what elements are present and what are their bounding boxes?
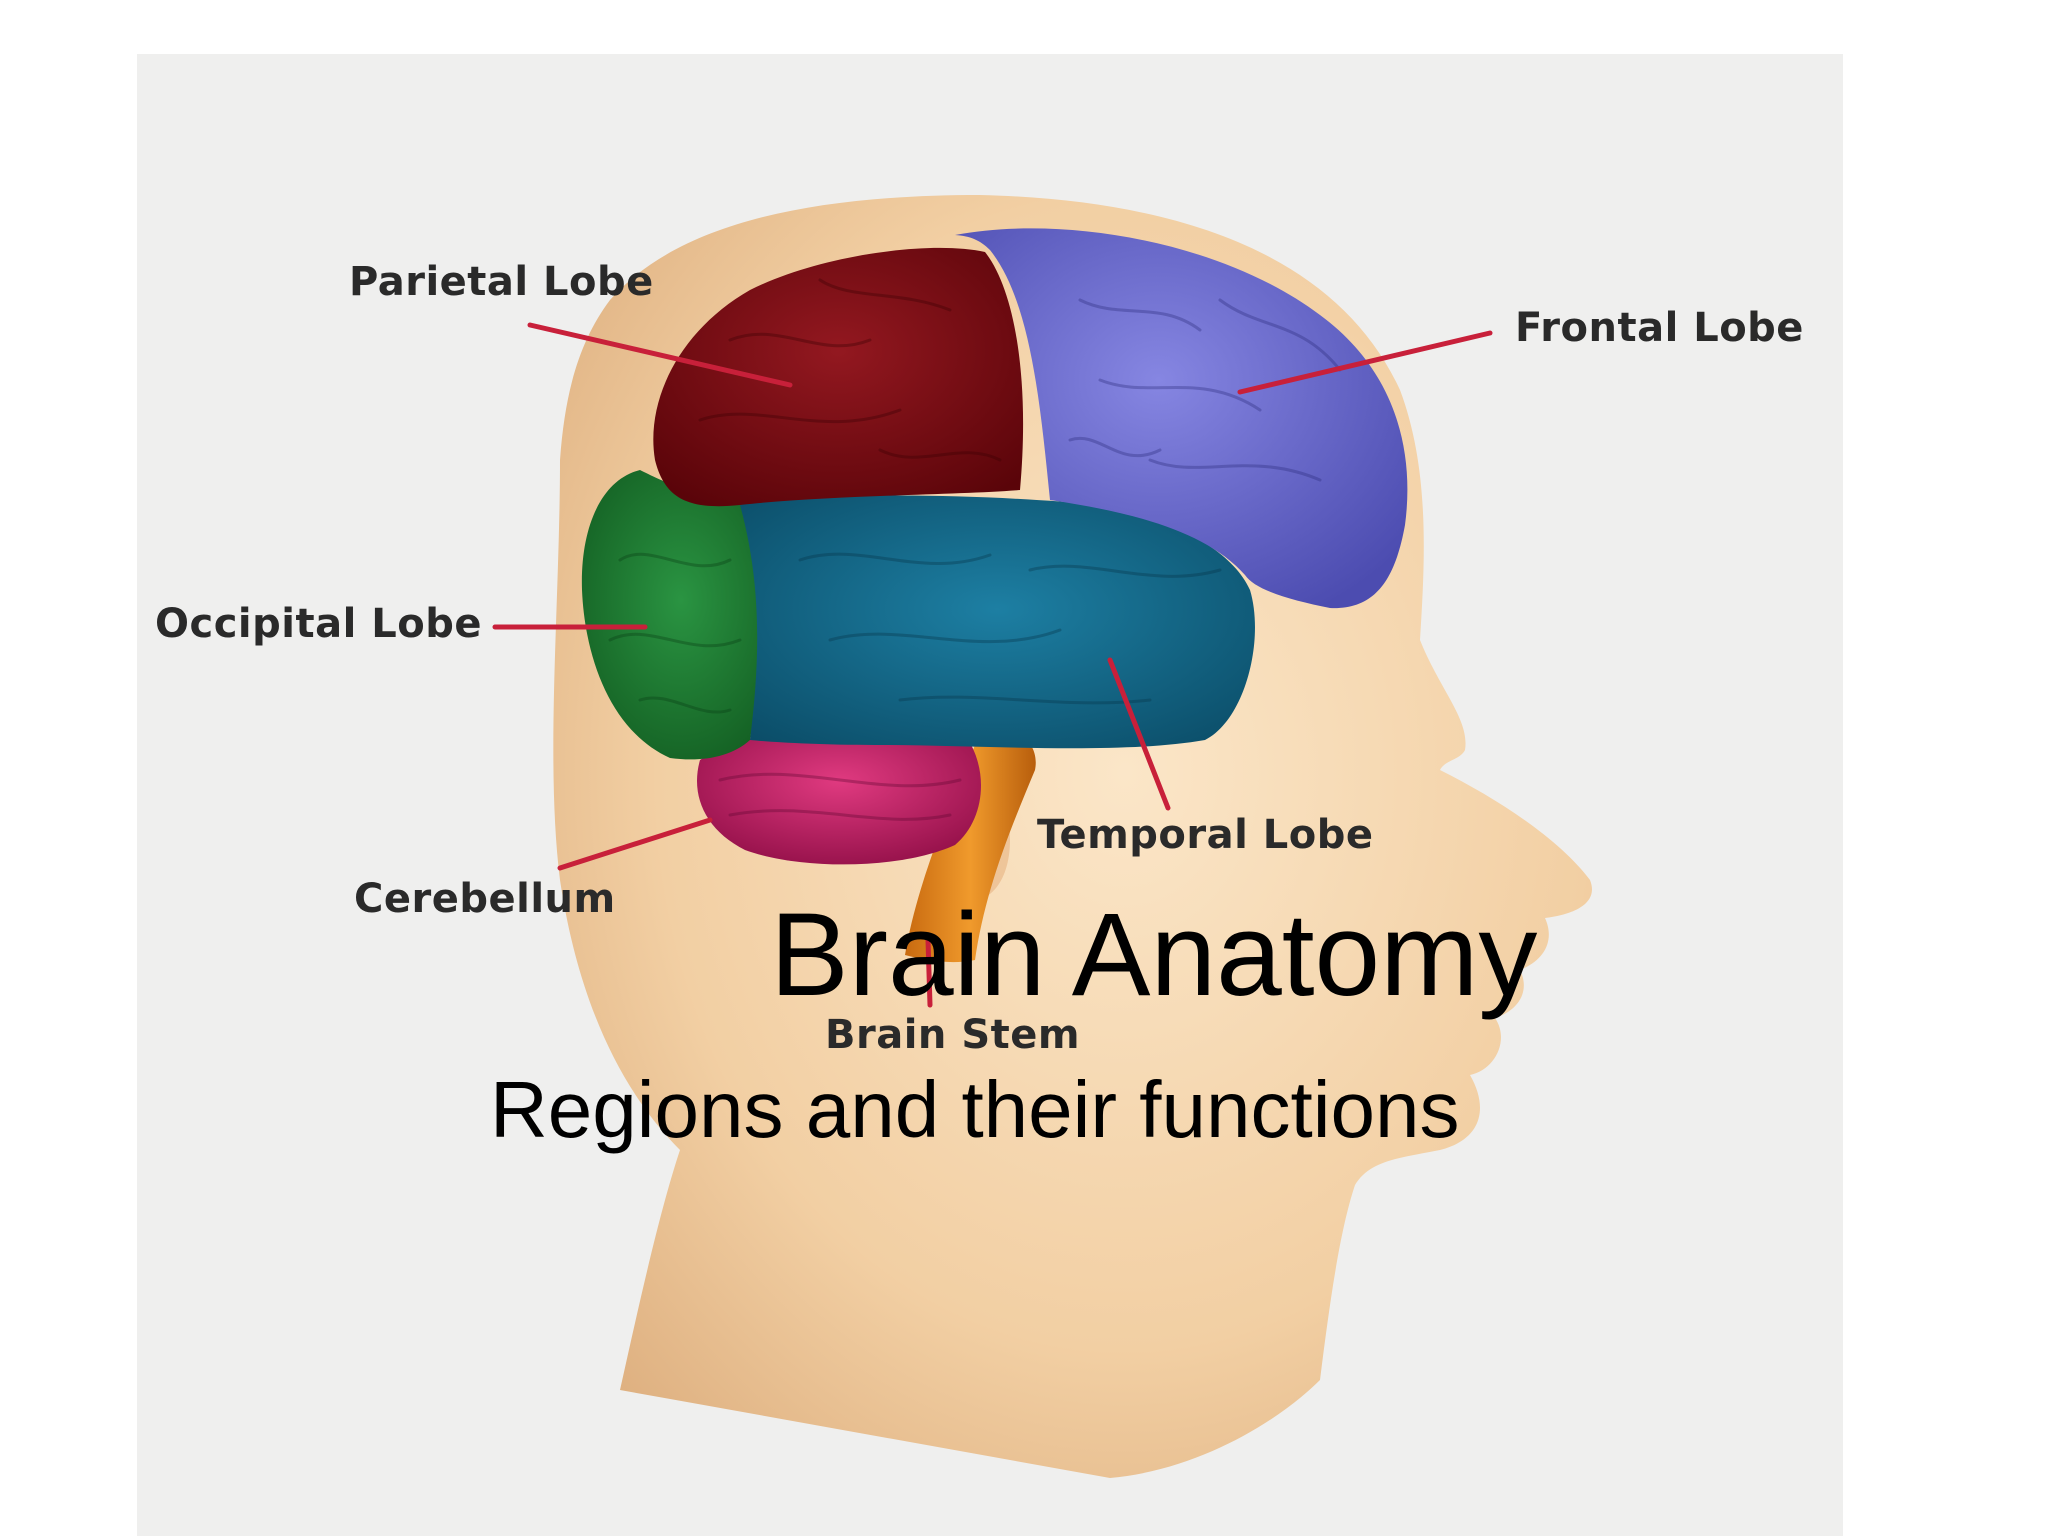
slide-title: Brain Anatomy bbox=[770, 889, 1538, 1021]
leader-lines bbox=[492, 322, 1493, 1008]
cerebellum-leader-line bbox=[557, 817, 713, 871]
label-cerebellum: Cerebellum bbox=[354, 876, 616, 922]
parietal-leader-line bbox=[527, 322, 793, 388]
cortex-folds bbox=[608, 278, 1342, 821]
label-occipital-lobe: Occipital Lobe bbox=[155, 601, 482, 647]
brain-stem-shape bbox=[905, 720, 1036, 963]
frontal-lobe-shape bbox=[955, 228, 1408, 609]
temporal-lobe-shape bbox=[740, 495, 1255, 749]
occipital-lobe-shape bbox=[581, 470, 780, 760]
label-brain-stem: Brain Stem bbox=[825, 1012, 1081, 1058]
slide-subtitle: Regions and their functions bbox=[490, 1065, 1460, 1154]
frontal-leader-line bbox=[1237, 330, 1493, 395]
label-temporal-lobe: Temporal Lobe bbox=[1037, 812, 1374, 858]
label-parietal-lobe: Parietal Lobe bbox=[349, 259, 654, 305]
brain-stem-leader-line bbox=[925, 937, 933, 1008]
temporal-leader-line bbox=[1107, 657, 1171, 811]
cerebellum-shape bbox=[697, 725, 982, 865]
label-frontal-lobe: Frontal Lobe bbox=[1515, 305, 1804, 351]
parietal-lobe-shape bbox=[653, 247, 1024, 507]
